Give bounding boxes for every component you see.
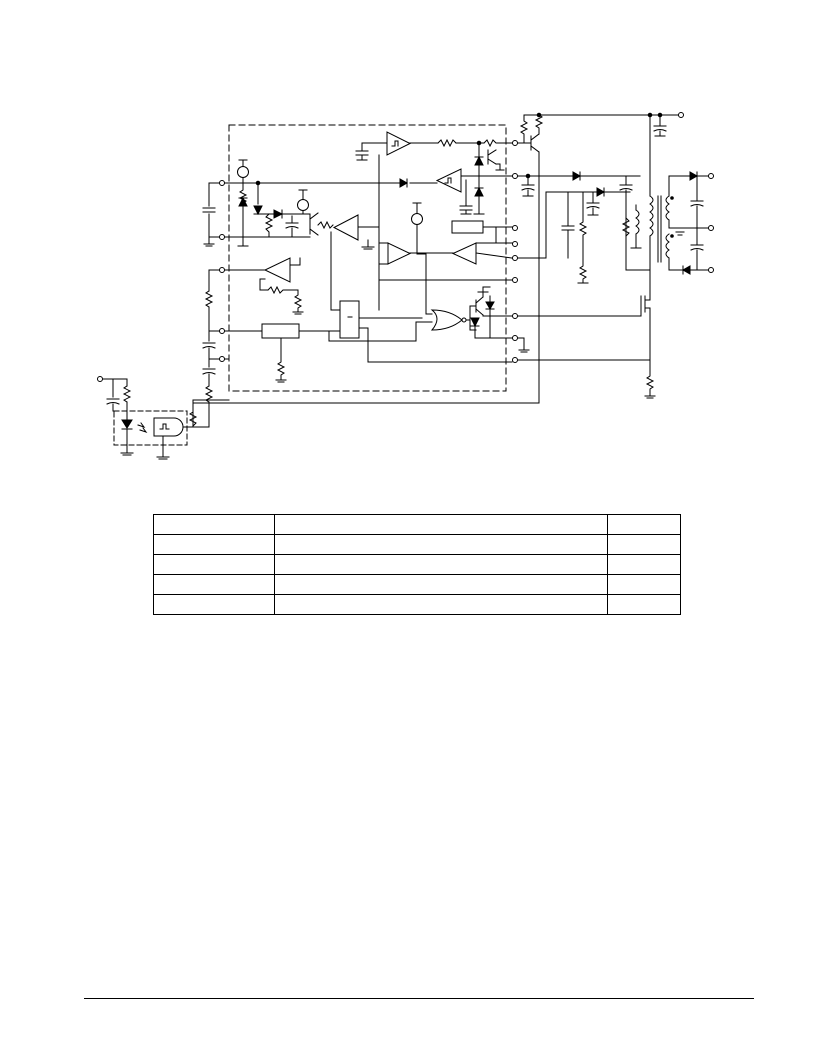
table-row	[153, 514, 681, 535]
table-cell	[607, 574, 681, 595]
table-cell	[274, 514, 608, 535]
power-stage	[192, 112, 709, 404]
driver-wiring	[355, 138, 513, 281]
table-row	[153, 534, 681, 555]
table-cell	[153, 574, 275, 595]
table-cell	[153, 514, 275, 535]
internal-reference-block	[224, 159, 401, 247]
table-row	[153, 574, 681, 595]
startup-block	[224, 231, 513, 383]
table-cell	[274, 534, 608, 555]
footer-divider	[84, 998, 754, 999]
table-cell	[607, 594, 681, 615]
gate-driver	[430, 286, 530, 353]
spec-table	[153, 514, 681, 615]
table-cell	[274, 554, 608, 575]
optocoupler-boundary	[113, 410, 188, 446]
current-sense-block	[357, 202, 513, 281]
ic-boundary	[228, 124, 507, 392]
table-cell	[607, 534, 681, 555]
amplifier-blocks	[263, 131, 477, 283]
table-cell	[153, 534, 275, 555]
ic-pins	[97, 112, 714, 382]
left-external-network	[102, 182, 230, 460]
table-cell	[607, 514, 681, 535]
table-cell	[153, 594, 275, 615]
table-row	[153, 554, 681, 575]
table-cell	[274, 594, 608, 615]
table-cell	[607, 554, 681, 575]
table-cell	[274, 574, 608, 595]
table-cell	[153, 554, 275, 575]
table-row	[153, 594, 681, 615]
